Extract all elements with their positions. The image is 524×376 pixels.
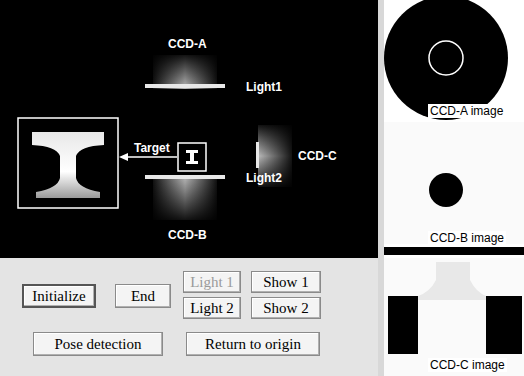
image-caption: CCD-A image — [428, 104, 505, 118]
camera-label: CCD-B — [168, 228, 207, 242]
light-label: Light2 — [246, 171, 282, 185]
push-button: Light 2 — [183, 297, 241, 319]
button-label: Pose detection — [54, 336, 141, 353]
button-label: End — [131, 288, 155, 305]
image-caption: CCD-B image — [428, 231, 506, 245]
button-label: Light 1 — [190, 274, 234, 291]
button-label: Initialize — [32, 288, 85, 305]
button-label: Show 2 — [263, 300, 308, 317]
button-label: Return to origin — [205, 336, 301, 353]
image-caption: CCD-C image — [428, 358, 507, 372]
push-button: Pose detection — [33, 332, 163, 356]
push-button: Light 1 — [183, 271, 241, 293]
button-label: Light 2 — [190, 300, 234, 317]
push-button: Show 2 — [251, 297, 321, 319]
camera-label: CCD-A — [168, 37, 207, 51]
push-button: Return to origin — [186, 332, 320, 356]
push-button: Initialize — [22, 284, 96, 308]
button-label: Show 1 — [263, 274, 308, 291]
target-label: Target — [134, 141, 170, 155]
light-label: Light1 — [246, 80, 282, 94]
push-button: Show 1 — [251, 271, 321, 293]
push-button: End — [115, 284, 171, 308]
camera-label: CCD-C — [298, 149, 337, 163]
